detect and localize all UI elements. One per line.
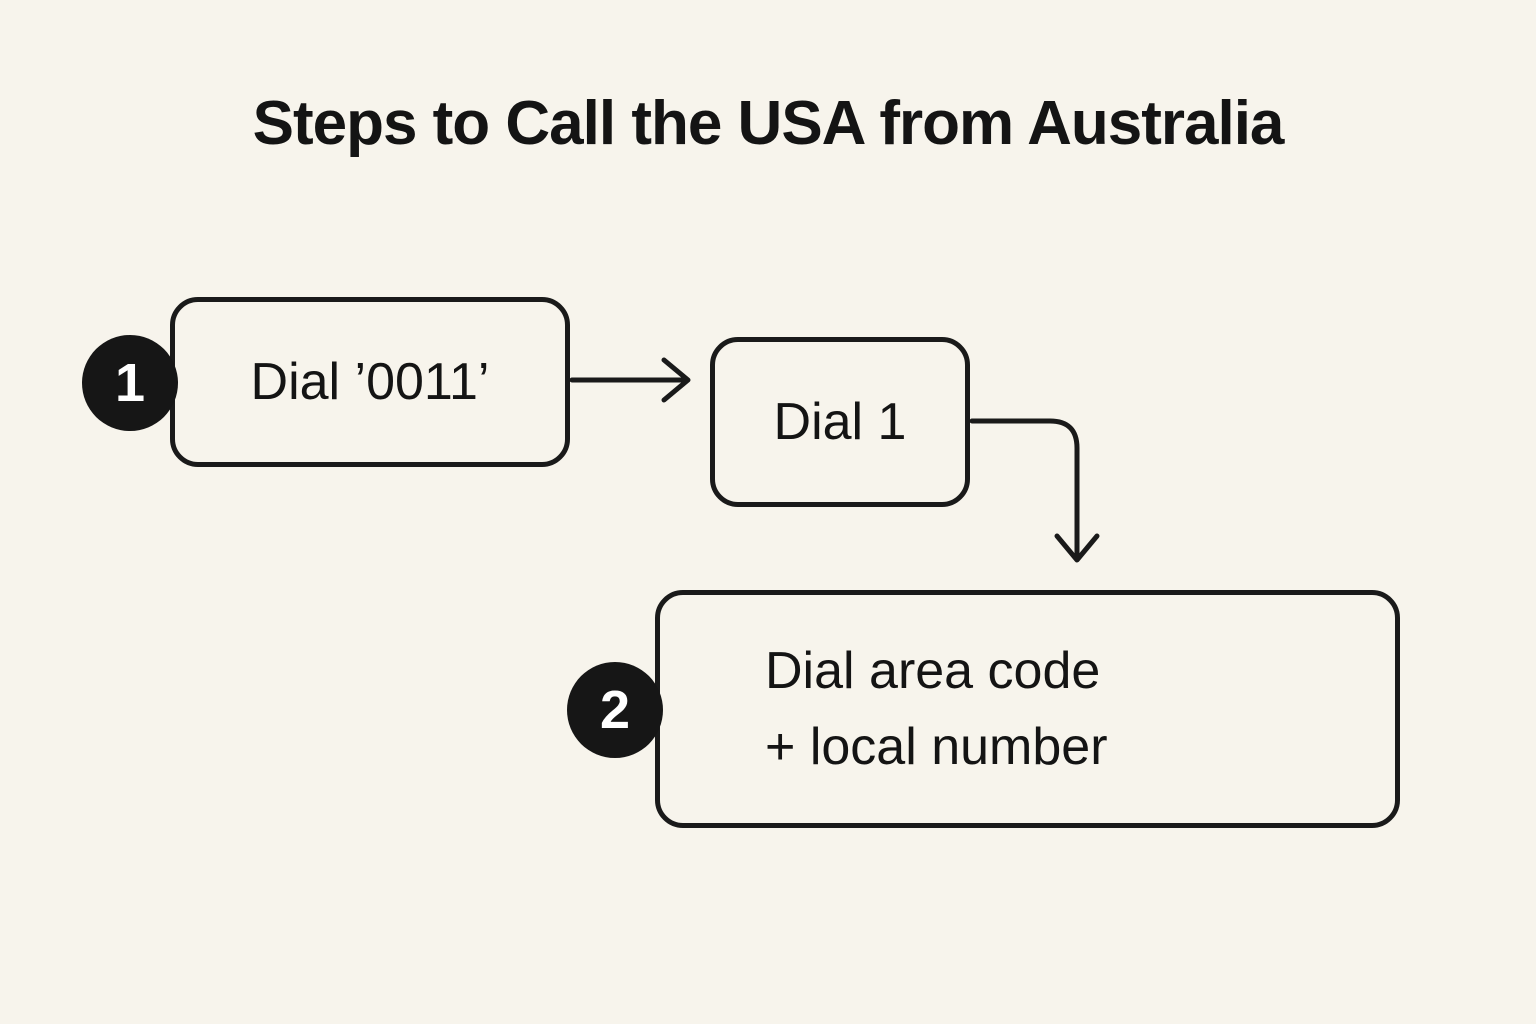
step-1-label: Dial ’0011’ [250,353,490,411]
dial-1-label: Dial 1 [773,393,907,451]
arrow-elbow-down-icon [969,418,1100,563]
step-2-box: Dial area code + local number [655,590,1400,828]
arrow-right-icon [569,357,691,403]
step-1-badge: 1 [82,335,178,431]
step-2-label-line2: + local number [765,718,1108,776]
dial-1-box: Dial 1 [710,337,970,507]
step-1-badge-number: 1 [114,353,146,413]
diagram-title: Steps to Call the USA from Australia [252,89,1285,158]
step-1-box: Dial ’0011’ [170,297,570,467]
step-2-badge-number: 2 [599,680,631,740]
step-2-label-line1: Dial area code [765,642,1101,700]
step-2-badge: 2 [567,662,663,758]
